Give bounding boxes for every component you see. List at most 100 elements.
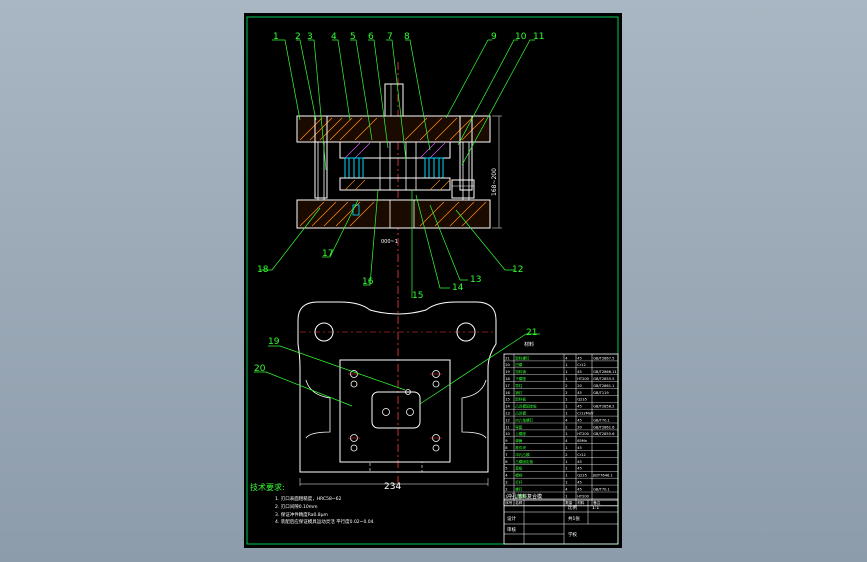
tech-requirements: 技术要求: 1. 刃口表面粗糙度，HRC58~62 2. 刃口间隙0.10mm …: [250, 482, 374, 525]
parts-cell-mat: 45: [577, 418, 582, 422]
checker-label: 审核: [507, 526, 516, 533]
lower-die-outline: [297, 301, 497, 473]
parts-cell-no: 16: [505, 391, 510, 395]
parts-cell-qty: 1: [565, 474, 567, 478]
height-dimension-label: 168~200: [491, 168, 498, 196]
parts-cell-mat: 45: [577, 405, 582, 409]
part-label-17: 17: [322, 249, 333, 259]
section-view: 168~200 000~1: [296, 62, 502, 300]
parts-cell-mat: 45: [577, 391, 582, 395]
parts-cell-note: GB/T70.1: [593, 487, 610, 491]
part-label-15: 15: [412, 291, 423, 301]
parts-cell-note: GB/T2861.1: [593, 384, 614, 388]
plan-view: 234: [297, 300, 497, 492]
parts-cell-no: 2: [505, 487, 507, 491]
parts-cell-qty: 2: [565, 453, 567, 457]
parts-cell-no: 9: [505, 439, 508, 443]
parts-cell-name: 下模座: [515, 376, 526, 381]
section-note: 000~1: [381, 239, 398, 245]
parts-cell-qty: 1: [565, 412, 567, 416]
drawing-frame: [246, 16, 619, 545]
parts-cell-mat: Cr12: [577, 453, 586, 457]
lower-die-plate: [296, 199, 491, 229]
part-label-2: 2: [295, 32, 301, 42]
parts-header-note: 备注: [593, 500, 601, 505]
drawing-title: 冲孔落料复合模: [507, 493, 542, 500]
part-label-20: 20: [254, 364, 266, 374]
parts-cell-note: JB/T7646.1: [592, 474, 613, 478]
parts-cell-note: GB/T70.1: [593, 418, 610, 422]
parts-cell-no: 1: [505, 494, 507, 498]
parts-cell-name: 冲孔凸模: [515, 452, 530, 457]
parts-cell-mat: 45: [577, 460, 582, 464]
parts-cell-name: 打杆: [515, 480, 523, 485]
parts-cell-qty: 1: [565, 446, 567, 450]
parts-cell-name: 导柱: [515, 383, 523, 388]
parts-cell-name: 上模座: [515, 493, 526, 498]
part-label-9: 9: [491, 32, 497, 42]
part-label-1: 1: [273, 32, 279, 42]
plan-leaders: [254, 333, 540, 407]
parts-cell-qty: 1: [565, 481, 567, 485]
parts-cell-mat: 65Mn: [577, 439, 587, 443]
parts-cell-note: GB/T2861.6: [593, 425, 615, 429]
width-dimension-label: 234: [384, 482, 401, 492]
parts-cell-no: 20: [505, 363, 510, 367]
part-label-4: 4: [331, 32, 337, 42]
parts-cell-no: 15: [505, 398, 510, 402]
parts-cell-no: 17: [505, 384, 510, 388]
scale-label: 比例: [568, 504, 577, 511]
parts-cell-no: 21: [505, 356, 510, 360]
part-number-labels-bottom: 18 17 16 15 14 13 12: [257, 249, 523, 301]
tech-req-title: 技术要求:: [250, 482, 285, 492]
parts-cell-qty: 2: [565, 425, 567, 429]
parts-cell-note: GB/T2866.11: [593, 370, 617, 374]
part-label-16: 16: [362, 277, 374, 287]
parts-header-no: 序号: [505, 500, 513, 505]
parts-cell-mat: 45: [577, 467, 582, 471]
parts-cell-mat: 45: [577, 487, 582, 491]
parts-cell-no: 4: [505, 474, 508, 478]
parts-cell-name: 凸模固定板: [515, 459, 533, 464]
guide-bushing-right: [459, 115, 473, 191]
parts-cell-qty: 4: [565, 418, 568, 422]
parts-cell-name: 上模座: [515, 431, 526, 436]
part-label-19: 19: [268, 337, 280, 347]
parts-cell-qty: 1: [565, 467, 567, 471]
drawing-sheet: [244, 13, 622, 548]
upper-die-plate: [296, 115, 491, 143]
part-label-6: 6: [368, 32, 374, 42]
parts-cell-qty: 1: [565, 363, 567, 367]
parts-cell-no: 8: [505, 446, 508, 450]
parts-cell-mat: Cr12MoV: [577, 412, 594, 416]
parts-cell-mat: HT200: [577, 494, 589, 498]
part-label-11: 11: [533, 32, 544, 42]
part-label-14: 14: [452, 283, 464, 293]
parts-cell-qty: 1: [565, 405, 567, 409]
parts-cell-name: 卸料板: [515, 397, 526, 402]
parts-cell-qty: 1: [565, 432, 567, 436]
parts-cell-qty: 1: [565, 398, 567, 402]
parts-cell-name: 推件块: [515, 445, 526, 450]
tech-req-item-3: 3. 保证冲件精度Ra0.8μm: [275, 511, 328, 518]
parts-cell-mat: Cr12: [577, 363, 586, 367]
scale-value: 1:1: [592, 505, 599, 511]
parts-cell-name: 卸料螺钉: [515, 355, 530, 360]
parts-cell-mat: 20: [577, 425, 582, 429]
parts-cell-name: 导套: [515, 424, 523, 429]
parts-cell-qty: 1: [565, 494, 567, 498]
parts-cell-name: 挡料销: [515, 369, 526, 374]
parts-header-qty: 数量: [565, 500, 573, 505]
parts-cell-note: GB/T2858.2: [593, 405, 614, 409]
parts-cell-qty: 1: [565, 377, 567, 381]
parts-cell-mat: Q235: [577, 398, 587, 402]
part-number-labels-top: 1 2 3 4 5 6 7 8 9 10 11: [273, 32, 544, 42]
parts-cell-note: GB/T2855.6: [593, 432, 615, 436]
designer-label: 设计: [507, 515, 516, 522]
part-label-18: 18: [257, 265, 269, 275]
tech-req-item-2: 2. 刃口间隙0.10mm: [275, 503, 318, 510]
parts-cell-qty: 2: [565, 384, 567, 388]
parts-cell-no: 10: [505, 432, 510, 436]
parts-cell-qty: 1: [565, 460, 567, 464]
